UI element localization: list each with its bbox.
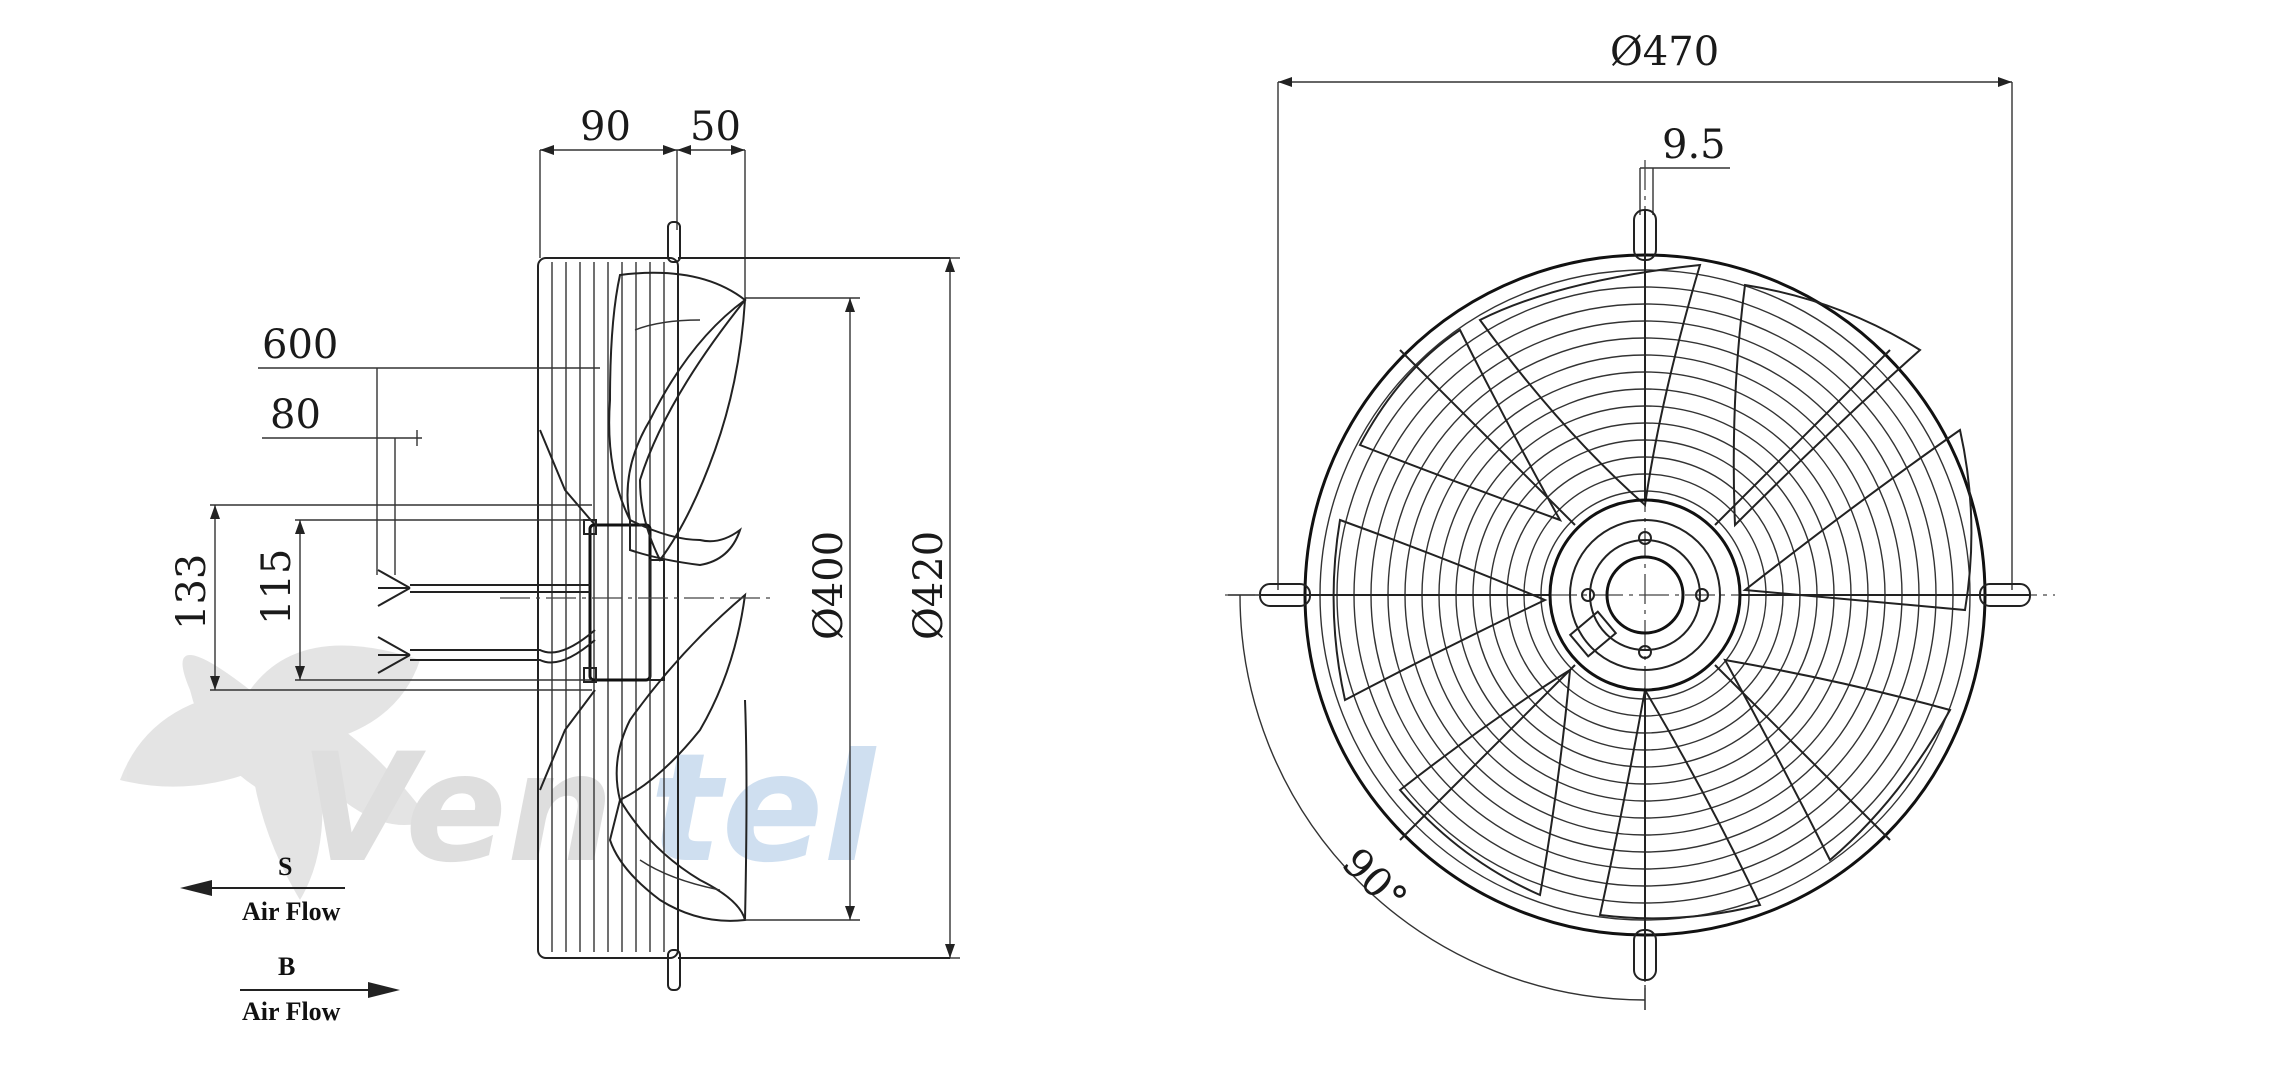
airflow-b-letter: B (278, 952, 295, 981)
watermark-logo: Ven tel (120, 645, 877, 900)
side-view: 90 50 (169, 104, 960, 1026)
dim-9-5: 9.5 (1662, 122, 1726, 168)
side-motor (583, 519, 665, 683)
watermark-fan-icon (120, 645, 430, 900)
dim-470-diameter: Ø470 (1610, 29, 1719, 75)
dim-400-diameter: Ø400 (806, 531, 852, 640)
front-hub (1548, 498, 1742, 692)
front-view: Ø470 9.5 (1225, 29, 2055, 1010)
airflow-s-label: Air Flow (242, 897, 341, 926)
airflow-s-letter: S (278, 852, 292, 881)
dim-420-diameter: Ø420 (906, 531, 952, 640)
airflow-s: S Air Flow (180, 852, 345, 926)
side-guard (537, 221, 950, 991)
airflow-b: B Air Flow (240, 952, 400, 1026)
front-blades (1332, 263, 1973, 920)
side-blades (608, 271, 748, 922)
watermark-text-blue: tel (650, 722, 877, 896)
dim-90: 90 (580, 104, 631, 150)
dim-90-degree: 90° (1333, 840, 1416, 923)
watermark-text-gray: Ven (300, 722, 614, 896)
dim-115: 115 (254, 549, 300, 625)
dim-600: 600 (262, 322, 338, 368)
airflow-b-label: Air Flow (242, 997, 341, 1026)
side-cables (377, 569, 596, 674)
dim-50: 50 (690, 104, 741, 150)
front-guard-spokes (1259, 209, 2031, 981)
dim-80: 80 (270, 392, 321, 438)
dim-133: 133 (169, 554, 215, 630)
